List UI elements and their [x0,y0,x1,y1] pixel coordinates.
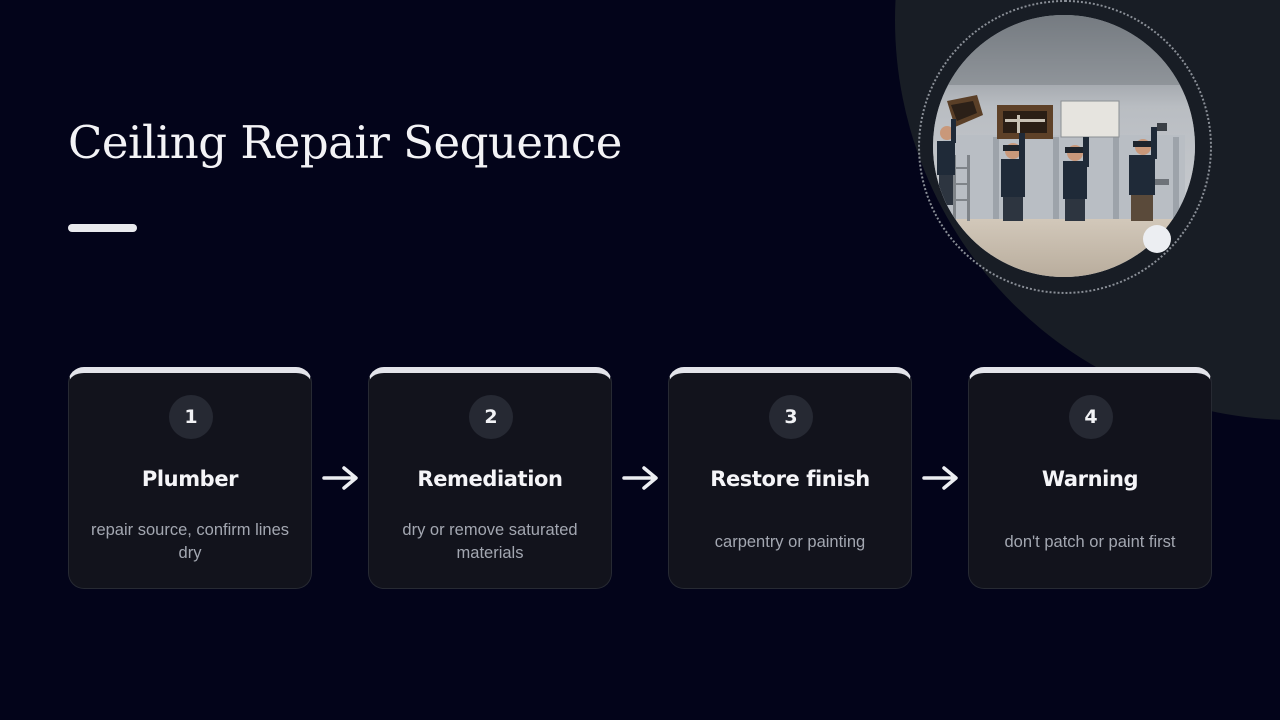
step-title: Restore finish [710,467,870,491]
step-description: don't patch or paint first [1004,532,1176,551]
step-description: repair source, confirm lines dry [90,521,290,562]
step-title: Warning [1041,467,1139,491]
step-card-2: 2 Remediation dry or remove saturated ma… [368,367,612,589]
step-card-4: 4 Warning don't patch or paint first [968,367,1212,589]
arrow-right-icon [922,466,958,490]
dotted-ring [918,0,1212,294]
step-title: Plumber [141,467,239,491]
slide-title: Ceiling Repair Sequence [68,116,622,169]
ring-knob [1143,225,1171,253]
step-title: Remediation [417,467,563,491]
step-number-badge: 3 [769,395,813,439]
arrow-right-icon [622,466,658,490]
step-card-1: 1 Plumber repair source, confirm lines d… [68,367,312,589]
title-accent-bar [68,224,137,232]
arrow-right-icon [322,466,358,490]
step-number-badge: 4 [1069,395,1113,439]
step-number-badge: 1 [169,395,213,439]
step-card-3: 3 Restore finish carpentry or painting [668,367,912,589]
step-description: carpentry or painting [714,532,866,551]
step-number-badge: 2 [469,395,513,439]
step-description: dry or remove saturated materials [402,521,578,562]
